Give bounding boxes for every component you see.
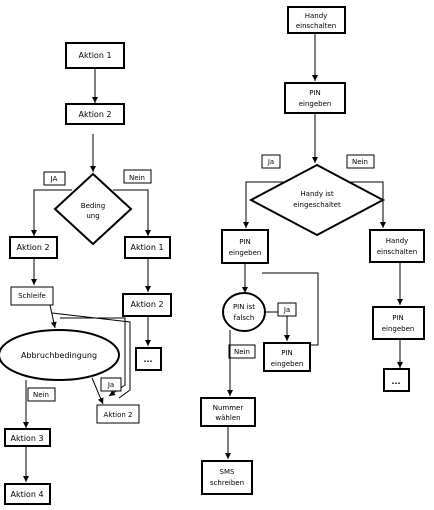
schleife-label: Schleife xyxy=(18,292,46,300)
aktion2-left-label: Aktion 2 xyxy=(16,243,49,252)
abbruchbedingung-ellipse xyxy=(0,329,120,381)
handy-einschalten-right-box xyxy=(369,229,425,263)
abbruchbedingung-label: Abbruchbedingung xyxy=(21,351,97,360)
pin-eingeben-loop-box xyxy=(263,342,311,372)
ja-pin-label: Ja xyxy=(283,306,290,314)
bedingung-label-line1: Beding xyxy=(81,202,105,210)
pin-ist-falsch-ellipse xyxy=(222,292,266,332)
ja-loop-label: Ja xyxy=(107,381,114,389)
pin-eingeben-left-box xyxy=(221,229,269,264)
ja-label-box xyxy=(43,171,66,186)
pin-eingeben-right-line2: eingeben xyxy=(382,325,415,333)
nein-loop-label: Nein xyxy=(33,391,49,399)
aktion2-right-label: Aktion 2 xyxy=(130,300,163,309)
nein-label-box xyxy=(123,169,152,184)
aktion1-top-label: Aktion 1 xyxy=(78,51,111,60)
pin-eingeben-top-line2: eingeben xyxy=(299,100,332,108)
pin-ist-falsch-line2: falsch xyxy=(234,314,255,322)
nummer-waehlen-line1: Nummer xyxy=(213,404,244,412)
aktion3-label: Aktion 3 xyxy=(10,434,43,443)
pin-eingeben-top-box xyxy=(284,82,346,114)
nein-pin-label: Nein xyxy=(234,348,250,356)
pin-eingeben-loop-line1: PIN xyxy=(281,349,293,357)
sms-schreiben-line1: SMS xyxy=(220,468,235,476)
ja-loop-label-box xyxy=(100,377,122,392)
ja-right-label-box xyxy=(261,154,281,169)
aktion2-loop-box xyxy=(96,404,140,424)
schleife-box xyxy=(10,286,54,306)
nein-right-label-box xyxy=(346,154,375,169)
aktion2-top-label: Aktion 2 xyxy=(78,110,111,119)
pin-eingeben-top-line1: PIN xyxy=(309,89,321,97)
pin-eingeben-left-line2: eingeben xyxy=(229,249,262,257)
ja-pin-label-box xyxy=(277,302,297,317)
aktion4-label: Aktion 4 xyxy=(10,490,43,499)
bedingung-diamond xyxy=(53,172,133,246)
handy-einschalten-top-box xyxy=(287,6,346,34)
ellipsis-right-box xyxy=(383,368,410,392)
ja-label: JA xyxy=(50,175,58,183)
pin-eingeben-right-box xyxy=(372,306,425,340)
sms-schreiben-line2: schreiben xyxy=(210,479,244,487)
ja-right-label: Ja xyxy=(267,158,274,166)
aktion4-box xyxy=(4,483,51,505)
right-flowchart-labels: Handy einschalten PIN eingeben Ja Nein H… xyxy=(210,12,417,487)
right-flowchart xyxy=(200,6,425,495)
aktion2-top-box xyxy=(65,103,125,125)
left-flowchart-labels: Aktion 1 Aktion 2 JA Nein Beding ung Akt… xyxy=(10,51,163,499)
ellipsis-left-label: ... xyxy=(143,355,152,364)
handy-ist-line2: eingeschaltet xyxy=(293,201,341,209)
nummer-waehlen-line2: wählen xyxy=(215,414,240,422)
aktion1-right-label: Aktion 1 xyxy=(130,243,163,252)
handy-einschalten-top-line1: Handy xyxy=(305,12,328,20)
handy-ist-eingeschaltet-diamond xyxy=(248,163,386,237)
pin-eingeben-left-line1: PIN xyxy=(239,238,251,246)
pin-ist-falsch-line1: PIN ist xyxy=(233,303,255,311)
handy-ist-line1: Handy ist xyxy=(300,190,333,198)
aktion2-right-box xyxy=(122,293,172,317)
aktion3-box xyxy=(4,428,51,447)
nein-loop-label-box xyxy=(27,387,56,402)
pin-eingeben-right-line1: PIN xyxy=(392,314,404,322)
nein-label: Nein xyxy=(129,174,145,182)
handy-einschalten-right-line2: einschalten xyxy=(377,248,417,256)
handy-einschalten-right-line1: Handy xyxy=(386,237,409,245)
left-flowchart xyxy=(0,42,172,505)
nein-pin-label-box xyxy=(228,344,256,359)
ellipsis-left-box xyxy=(135,347,162,371)
handy-einschalten-top-line2: einschalten xyxy=(296,22,336,30)
aktion2-loop-label: Aktion 2 xyxy=(104,411,133,419)
nein-right-label: Nein xyxy=(352,158,368,166)
ellipsis-right-label: ... xyxy=(391,377,400,386)
pin-eingeben-loop-line2: eingeben xyxy=(271,360,304,368)
bedingung-label-line2: ung xyxy=(86,212,99,220)
sms-schreiben-box xyxy=(201,460,253,495)
